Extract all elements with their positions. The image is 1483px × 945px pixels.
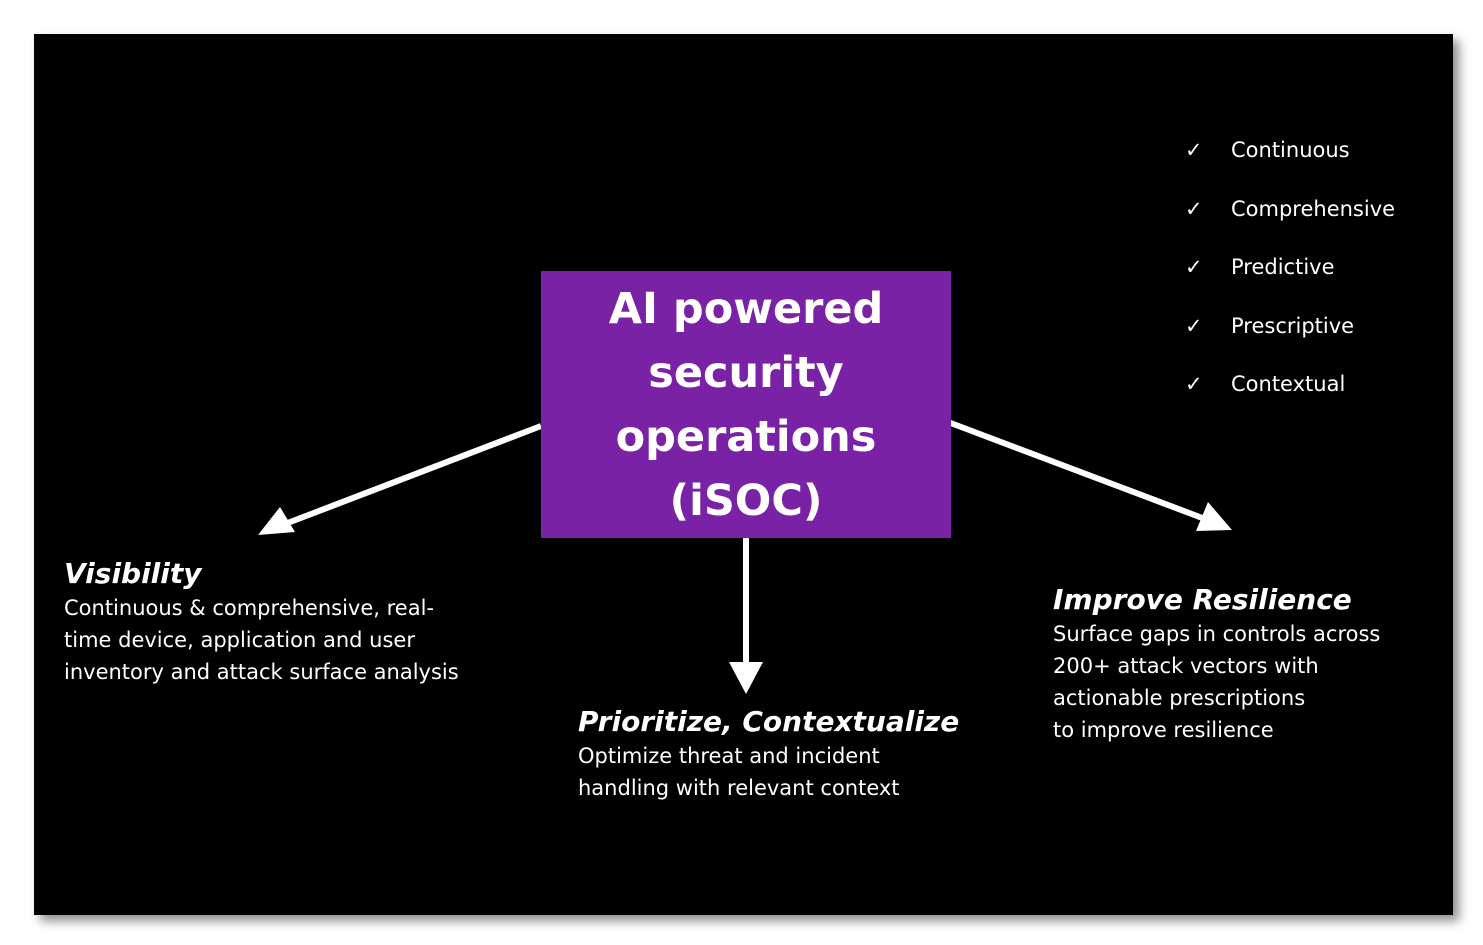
prioritize-text-line: handling with relevant context <box>578 776 900 800</box>
resilience-text-line: 200+ attack vectors with <box>1053 654 1319 678</box>
checklist-item: ✓ Predictive <box>1185 255 1395 314</box>
visibility-block: Visibility Continuous & comprehensive, r… <box>64 556 459 688</box>
check-icon: ✓ <box>1185 372 1203 396</box>
center-title-line: AI powered <box>608 284 884 334</box>
visibility-text-line: time device, application and user <box>64 628 415 652</box>
attribute-checklist: ✓ Continuous ✓ Comprehensive ✓ Predictiv… <box>1185 138 1395 431</box>
resilience-text-line: actionable prescriptions <box>1053 686 1306 710</box>
center-title-line: operations <box>615 412 877 462</box>
checklist-label: Predictive <box>1231 255 1335 279</box>
resilience-block: Improve Resilience Surface gaps in contr… <box>1053 582 1380 746</box>
visibility-text-line: inventory and attack surface analysis <box>64 660 459 684</box>
resilience-text-line: to improve resilience <box>1053 718 1274 742</box>
prioritize-heading: Prioritize, Contextualize <box>578 705 960 738</box>
checklist-label: Comprehensive <box>1231 196 1396 221</box>
center-title-line: (iSOC) <box>669 476 823 526</box>
checklist-item: ✓ Contextual <box>1185 372 1395 431</box>
visibility-text-line: Continuous & comprehensive, real- <box>64 596 434 620</box>
checklist-item: ✓ Comprehensive <box>1185 197 1395 256</box>
center-title-line: security <box>648 348 844 398</box>
resilience-heading: Improve Resilience <box>1053 583 1352 616</box>
checklist-label: Continuous <box>1231 138 1350 162</box>
arrow-to-resilience <box>946 419 1232 531</box>
arrow-to-prioritize <box>729 538 763 694</box>
check-icon: ✓ <box>1185 138 1203 162</box>
checklist-item: ✓ Continuous <box>1185 138 1395 197</box>
check-icon: ✓ <box>1185 255 1203 279</box>
check-icon: ✓ <box>1185 196 1203 221</box>
prioritize-block: Prioritize, Contextualize Optimize threa… <box>578 704 959 804</box>
visibility-heading: Visibility <box>64 557 202 590</box>
arrow-to-visibility <box>258 423 543 535</box>
prioritize-text-line: Optimize threat and incident <box>578 744 880 768</box>
checklist-label: Contextual <box>1231 372 1346 396</box>
checklist-label: Prescriptive <box>1231 313 1355 338</box>
center-box: AI powered security operations (iSOC) <box>541 271 951 538</box>
checklist-item: ✓ Prescriptive <box>1185 314 1395 373</box>
check-icon: ✓ <box>1185 313 1203 338</box>
resilience-text-line: Surface gaps in controls across <box>1053 622 1381 646</box>
